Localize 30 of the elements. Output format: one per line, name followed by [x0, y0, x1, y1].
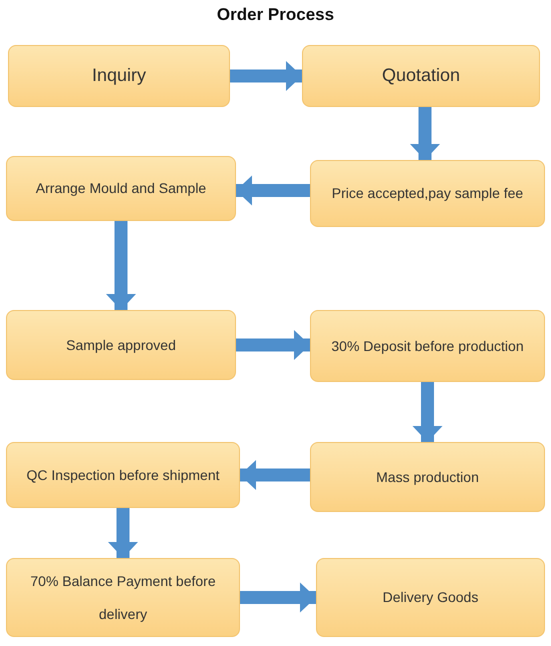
box-label: Inquiry	[92, 64, 146, 88]
box-label: Mass production	[376, 468, 479, 487]
process-box	[310, 442, 545, 512]
box-label: Delivery Goods	[382, 588, 478, 608]
process-box	[310, 160, 545, 227]
process-box	[6, 156, 236, 221]
block-arrow	[106, 221, 136, 310]
box-label: 70% Balance Payment before delivery	[29, 572, 217, 624]
process-box	[8, 45, 230, 107]
block-arrow	[236, 176, 310, 206]
process-box	[302, 45, 540, 107]
block-arrow	[240, 582, 316, 612]
block-arrow	[230, 61, 302, 91]
box-label: Sample approved	[66, 336, 176, 355]
box-label: 30% Deposit before production	[331, 336, 524, 356]
process-box	[310, 310, 545, 382]
box-label: Price accepted,pay sample fee	[332, 184, 524, 204]
diagram-title: Order Process	[216, 4, 336, 26]
block-arrow	[236, 330, 310, 360]
process-box	[6, 442, 240, 508]
process-box	[6, 310, 236, 380]
block-arrow	[412, 382, 442, 442]
process-box	[6, 558, 240, 637]
box-label: Arrange Mould and Sample	[36, 179, 206, 198]
box-label: Quotation	[382, 64, 460, 88]
box-label: QC Inspection before shipment	[26, 466, 220, 485]
block-arrow	[108, 508, 138, 558]
block-arrow	[240, 460, 310, 490]
block-arrow	[410, 107, 440, 160]
process-box	[316, 558, 545, 637]
